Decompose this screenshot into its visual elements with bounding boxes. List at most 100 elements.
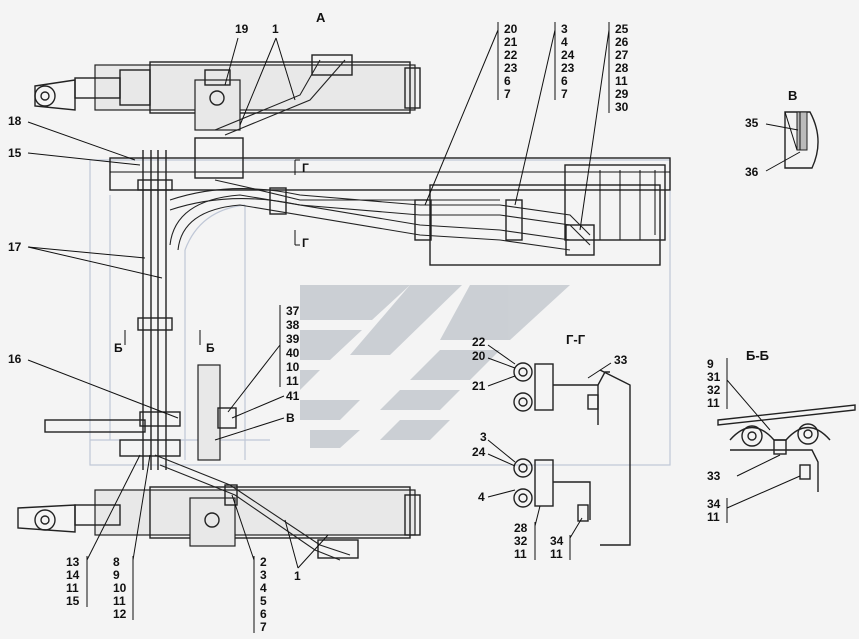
stack-bb-bot: 34 11 — [707, 497, 728, 524]
stack-bb-top: 9 31 32 11 — [707, 357, 728, 410]
stack-top-a-2: 22 — [504, 48, 518, 62]
stack-mid-3: 40 — [286, 346, 300, 360]
stack-top-a-5: 7 — [504, 87, 511, 101]
callout-3: 3 — [480, 430, 487, 444]
stack-top-b-0: 3 — [561, 22, 568, 36]
stack-gg-a-0: 28 — [514, 521, 528, 535]
stack-top-a-4: 6 — [504, 74, 511, 88]
callout-35: 35 — [745, 116, 759, 130]
stack-gg-b-0: 34 — [550, 534, 564, 548]
stack-top-a-0: 20 — [504, 22, 518, 36]
callout-22: 22 — [472, 335, 486, 349]
stack-gg-b-1: 11 — [550, 547, 563, 561]
section-bb — [717, 379, 856, 509]
callout-15: 15 — [8, 146, 22, 160]
callout-19: 19 — [235, 22, 249, 36]
section-mark-b-left: Б — [114, 341, 123, 355]
stack-bl-a-2: 11 — [66, 581, 79, 595]
section-mark-b-right: Б — [206, 341, 215, 355]
stack-top-c-6: 30 — [615, 100, 629, 114]
stack-bl-b-2: 10 — [113, 581, 127, 595]
vertical-pipes — [44, 150, 181, 470]
stack-gg-a-1: 32 — [514, 534, 528, 548]
callout-24: 24 — [472, 445, 486, 459]
stack-gg-a-2: 11 — [514, 547, 527, 561]
stack-mid-5: 11 — [286, 374, 299, 388]
watermark-logo — [300, 285, 570, 448]
stack-bm-1: 3 — [260, 568, 267, 582]
callout-1-top: 1 — [272, 22, 279, 36]
callout-33-gg: 33 — [614, 353, 628, 367]
stack-bottom-mid: 2 3 4 5 6 7 — [231, 494, 267, 634]
section-mark-g-bottom: Г — [302, 236, 309, 250]
stack-gg-a: 28 32 11 — [514, 505, 541, 561]
stack-bl-b-0: 8 — [113, 555, 120, 569]
section-gg — [487, 344, 631, 546]
bottom-valve-block — [189, 497, 359, 559]
stack-bl-a-3: 15 — [66, 594, 80, 608]
callout-33-bb: 33 — [707, 469, 721, 483]
stack-bm-2: 4 — [260, 581, 267, 595]
stack-bb-top-1: 31 — [707, 370, 721, 384]
stack-bb-bot-1: 11 — [707, 510, 720, 524]
middle-bracket — [197, 364, 237, 461]
stack-mid-0: 37 — [286, 304, 300, 318]
stack-top-c: 25 26 27 28 11 29 30 — [579, 22, 629, 231]
stack-top-c-3: 28 — [615, 61, 629, 75]
section-marks — [124, 159, 300, 345]
stack-mid-2: 39 — [286, 332, 300, 346]
bottom-hydraulic-cylinder — [17, 486, 421, 539]
stack-bm-3: 5 — [260, 594, 267, 608]
stack-bl-a-1: 14 — [66, 568, 80, 582]
callout-17: 17 — [8, 240, 22, 254]
stack-mid: 37 38 39 40 10 11 — [227, 304, 300, 413]
stack-bottom-left-b: 8 9 10 11 12 — [113, 454, 151, 621]
callout-41: 41 — [286, 389, 300, 403]
stack-top-b-3: 23 — [561, 61, 575, 75]
detail-v — [765, 111, 819, 172]
callout-4: 4 — [478, 490, 485, 504]
hose-bundle — [154, 59, 595, 561]
view-label-bb: Б-Б — [746, 348, 769, 363]
stack-top-b: 3 4 24 23 6 7 — [514, 22, 575, 206]
callout-1-bottom: 1 — [294, 569, 301, 583]
stack-bm-5: 7 — [260, 620, 267, 634]
stack-bl-b-3: 11 — [113, 594, 126, 608]
callout-16: 16 — [8, 352, 22, 366]
stack-bb-top-3: 11 — [707, 396, 720, 410]
stack-bb-top-0: 9 — [707, 357, 714, 371]
stack-top-b-1: 4 — [561, 35, 568, 49]
stack-gg-b: 34 11 — [550, 517, 583, 561]
stack-top-a-1: 21 — [504, 35, 518, 49]
stack-top-b-2: 24 — [561, 48, 575, 62]
stack-bl-b-4: 12 — [113, 607, 127, 621]
stack-bl-a-0: 13 — [66, 555, 80, 569]
callout-20: 20 — [472, 349, 486, 363]
stack-top-a: 20 21 22 23 6 7 — [424, 22, 518, 206]
stack-bb-top-2: 32 — [707, 383, 721, 397]
stack-top-a-3: 23 — [504, 61, 518, 75]
stack-bm-4: 6 — [260, 607, 267, 621]
stack-top-c-0: 25 — [615, 22, 629, 36]
stack-mid-4: 10 — [286, 360, 300, 374]
stack-bb-bot-0: 34 — [707, 497, 721, 511]
stack-top-c-2: 27 — [615, 48, 629, 62]
view-label-v: В — [788, 88, 797, 103]
top-beam — [109, 157, 671, 266]
top-valve-block — [194, 54, 353, 179]
stack-bm-0: 2 — [260, 555, 267, 569]
stack-bottom-left-a: 13 14 11 15 — [66, 454, 141, 608]
view-label-gg: Г-Г — [566, 332, 586, 347]
stack-top-c-5: 29 — [615, 87, 629, 101]
callout-v: В — [286, 411, 295, 425]
stack-top-c-4: 11 — [615, 74, 628, 88]
stack-top-b-4: 6 — [561, 74, 568, 88]
callout-18: 18 — [8, 114, 22, 128]
stack-mid-1: 38 — [286, 318, 300, 332]
section-mark-g-top: Г — [302, 161, 309, 175]
callout-21: 21 — [472, 379, 486, 393]
view-label-a: А — [316, 10, 326, 25]
stack-top-c-1: 26 — [615, 35, 629, 49]
